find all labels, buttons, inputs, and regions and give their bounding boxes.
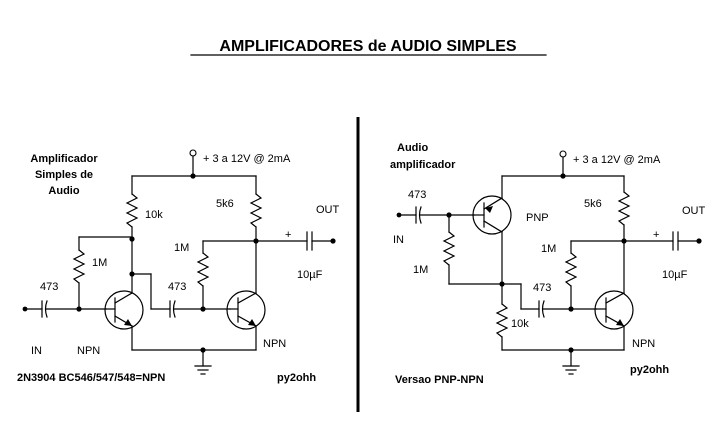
right-resistor-1m-q1 — [442, 231, 456, 266]
left-q2-transistor — [226, 290, 266, 330]
right-resistor-5k6-label: 5k6 — [584, 198, 602, 210]
left-supply-label: + 3 a 12V @ 2mA — [203, 153, 291, 165]
right-q2-emitter-arrow — [616, 319, 624, 326]
right-heading-line-2: amplificador — [390, 159, 456, 171]
left-q2-type: NPN — [263, 338, 286, 350]
left-parts-note: 2N3904 BC546/547/548=NPN — [17, 372, 165, 384]
left-author: py2ohh — [277, 372, 316, 384]
left-resistor-10k — [125, 193, 139, 228]
right-q1-type: PNP — [526, 212, 549, 224]
right-couple-cap-label: 473 — [533, 282, 551, 294]
left-resistor-5k6 — [249, 193, 263, 228]
left-out-label: OUT — [316, 204, 340, 216]
left-output-cap-label: 10µF — [297, 269, 323, 281]
right-out-label: OUT — [682, 205, 706, 217]
right-resistor-5k6 — [617, 191, 631, 226]
left-circuit: Amplificador Simples de Audio + 3 a 12V … — [17, 149, 340, 384]
right-input-cap-label: 473 — [408, 189, 426, 201]
right-q2-base-junction — [568, 306, 574, 312]
right-output-cap-label: 10µF — [662, 269, 688, 281]
right-q2-type: NPN — [632, 338, 655, 350]
left-input-cap-label: 473 — [40, 281, 58, 293]
left-output-cap-plus: + — [285, 229, 291, 241]
right-resistor-10k — [495, 303, 509, 338]
right-heading-line-1: Audio — [397, 142, 428, 154]
right-supply-terminal — [559, 150, 567, 158]
left-resistor-1m-q1 — [72, 249, 86, 284]
left-supply-junction — [190, 173, 196, 179]
left-q1-transistor — [104, 290, 144, 330]
left-heading-line-2: Simples de — [35, 169, 93, 181]
right-q1-emitter-arrow — [485, 206, 493, 213]
right-version-note: Versao PNP-NPN — [395, 374, 484, 386]
left-heading-line-3: Audio — [48, 185, 79, 197]
right-resistor-1m-q2 — [564, 252, 578, 287]
right-q1-transistor — [472, 195, 512, 235]
right-output-terminal — [696, 238, 702, 244]
right-output-cap-plus: + — [653, 229, 659, 241]
left-resistor-10k-label: 10k — [145, 209, 163, 221]
right-circuit: Audio amplificador + 3 a 12V @ 2mA 473 I… — [390, 142, 706, 386]
right-in-label: IN — [393, 234, 404, 246]
left-input-terminal — [22, 306, 28, 312]
right-resistor-10k-label: 10k — [511, 318, 529, 330]
page-title: AMPLIFICADORES de AUDIO SIMPLES — [219, 38, 517, 55]
right-resistor-1m-q1-label: 1M — [413, 264, 428, 276]
right-resistor-1m-q2-label: 1M — [541, 243, 556, 255]
left-q1-emitter-arrow — [124, 319, 132, 326]
left-q2-base-junction — [200, 306, 206, 312]
left-heading-line-1: Amplificador — [30, 153, 98, 165]
left-resistor-1m-q1-label: 1M — [92, 257, 107, 269]
left-q1-type: NPN — [77, 345, 100, 357]
left-resistor-5k6-label: 5k6 — [216, 198, 234, 210]
right-q2-transistor — [594, 290, 634, 330]
left-resistor-1m-q2 — [196, 252, 210, 287]
left-q2-emitter-arrow — [248, 319, 256, 326]
left-output-terminal — [330, 238, 336, 244]
right-supply-label: + 3 a 12V @ 2mA — [573, 154, 661, 166]
left-in-label: IN — [31, 345, 42, 357]
left-couple-cap-label: 473 — [168, 281, 186, 293]
left-resistor-1m-q2-label: 1M — [174, 242, 189, 254]
left-supply-terminal — [189, 149, 197, 157]
right-author: py2ohh — [630, 364, 669, 376]
